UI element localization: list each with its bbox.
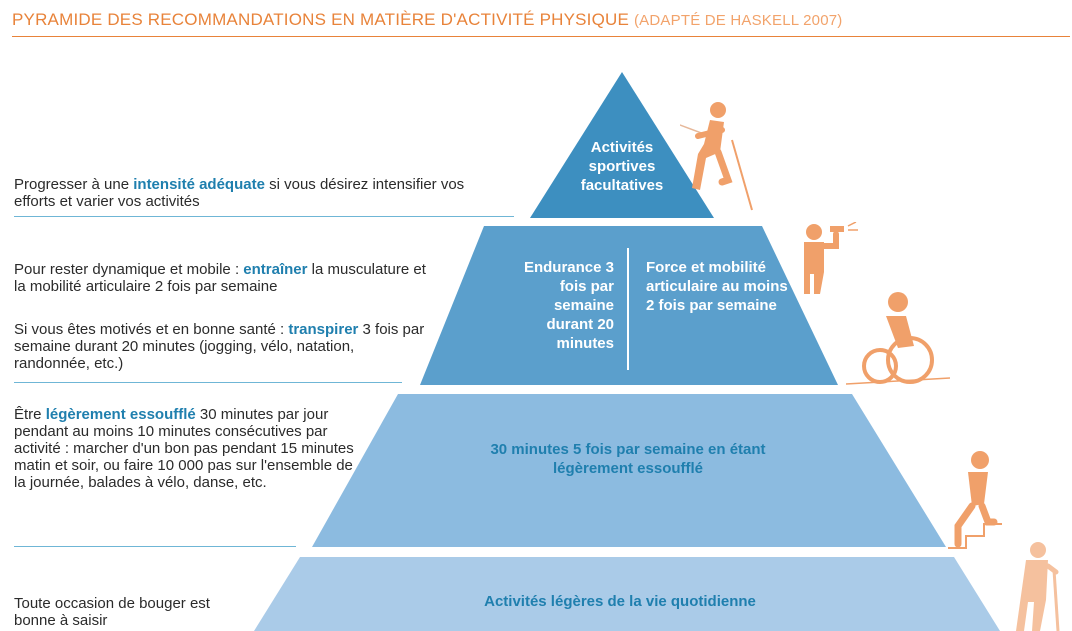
text-part: 30 minutes par jour pendant au moins 10 … (14, 406, 354, 491)
pyramid-force-label: Force et mobilité articulaire au moins 2… (646, 259, 788, 314)
text-part: Être (14, 406, 46, 423)
left-text-breath: Être légèrement essoufflé 30 minutes par… (14, 406, 354, 491)
divider-rule (14, 216, 514, 217)
walker-cane-icon (1016, 542, 1060, 631)
subtitle-text: (ADAPTÉ DE HASKELL 2007) (633, 12, 843, 29)
text-part: Si vous êtes motivés et en bonne santé : (14, 321, 289, 338)
text-part: Progresser à une (14, 176, 134, 193)
pyramid-tier-bottom (254, 557, 1000, 631)
text-highlight: intensité adéquate (133, 176, 265, 193)
climber-icon (680, 102, 753, 211)
text-part: la musculature et la mobilité articulair… (14, 261, 426, 295)
text-highlight: transpirer (288, 321, 359, 338)
divider-rule (14, 382, 402, 383)
title-text: PYRAMIDE DES RECOMMANDATIONS EN MATIÈRE … (12, 10, 630, 29)
text-part: Toute occasion de bouger est bonne à sai… (14, 595, 210, 629)
wheelchair-icon (846, 292, 950, 385)
text-highlight: légèrement essoufflé (45, 406, 196, 423)
pyramid-tier-top (530, 72, 714, 218)
weightlifter-icon (804, 222, 858, 294)
left-text-sweat: Si vous êtes motivés et en bonne santé :… (14, 321, 434, 372)
pyramid-endurance-label: Endurance 3 fois par semaine durant 20 m… (523, 259, 614, 352)
pyramid-bottom-label: Activités légères de la vie quotidienne (484, 593, 756, 610)
page-title: PYRAMIDE DES RECOMMANDATIONS EN MATIÈRE … (12, 10, 842, 30)
stairs-climber-icon (948, 451, 1002, 549)
left-text-train: Pour rester dynamique et mobile : entraî… (14, 261, 434, 295)
divider-rule (14, 546, 296, 547)
text-part: 3 fois par semaine durant 20 minutes (jo… (14, 321, 425, 372)
header-divider (12, 36, 1070, 37)
pyramid-third-label: 30 minutes 5 fois par semaine en étant l… (490, 441, 766, 477)
text-part: si vous désirez intensifier vos efforts … (14, 176, 465, 210)
left-text-everyday: Toute occasion de bouger est bonne à sai… (14, 595, 244, 629)
text-highlight: entraîner (243, 261, 308, 278)
pyramid-tier-third (312, 394, 946, 547)
text-part: Pour rester dynamique et mobile : (14, 261, 244, 278)
pyramid-top-label: Activités sportives facultatives (580, 139, 664, 194)
left-text-intensity: Progresser à une intensité adéquate si v… (14, 176, 484, 210)
